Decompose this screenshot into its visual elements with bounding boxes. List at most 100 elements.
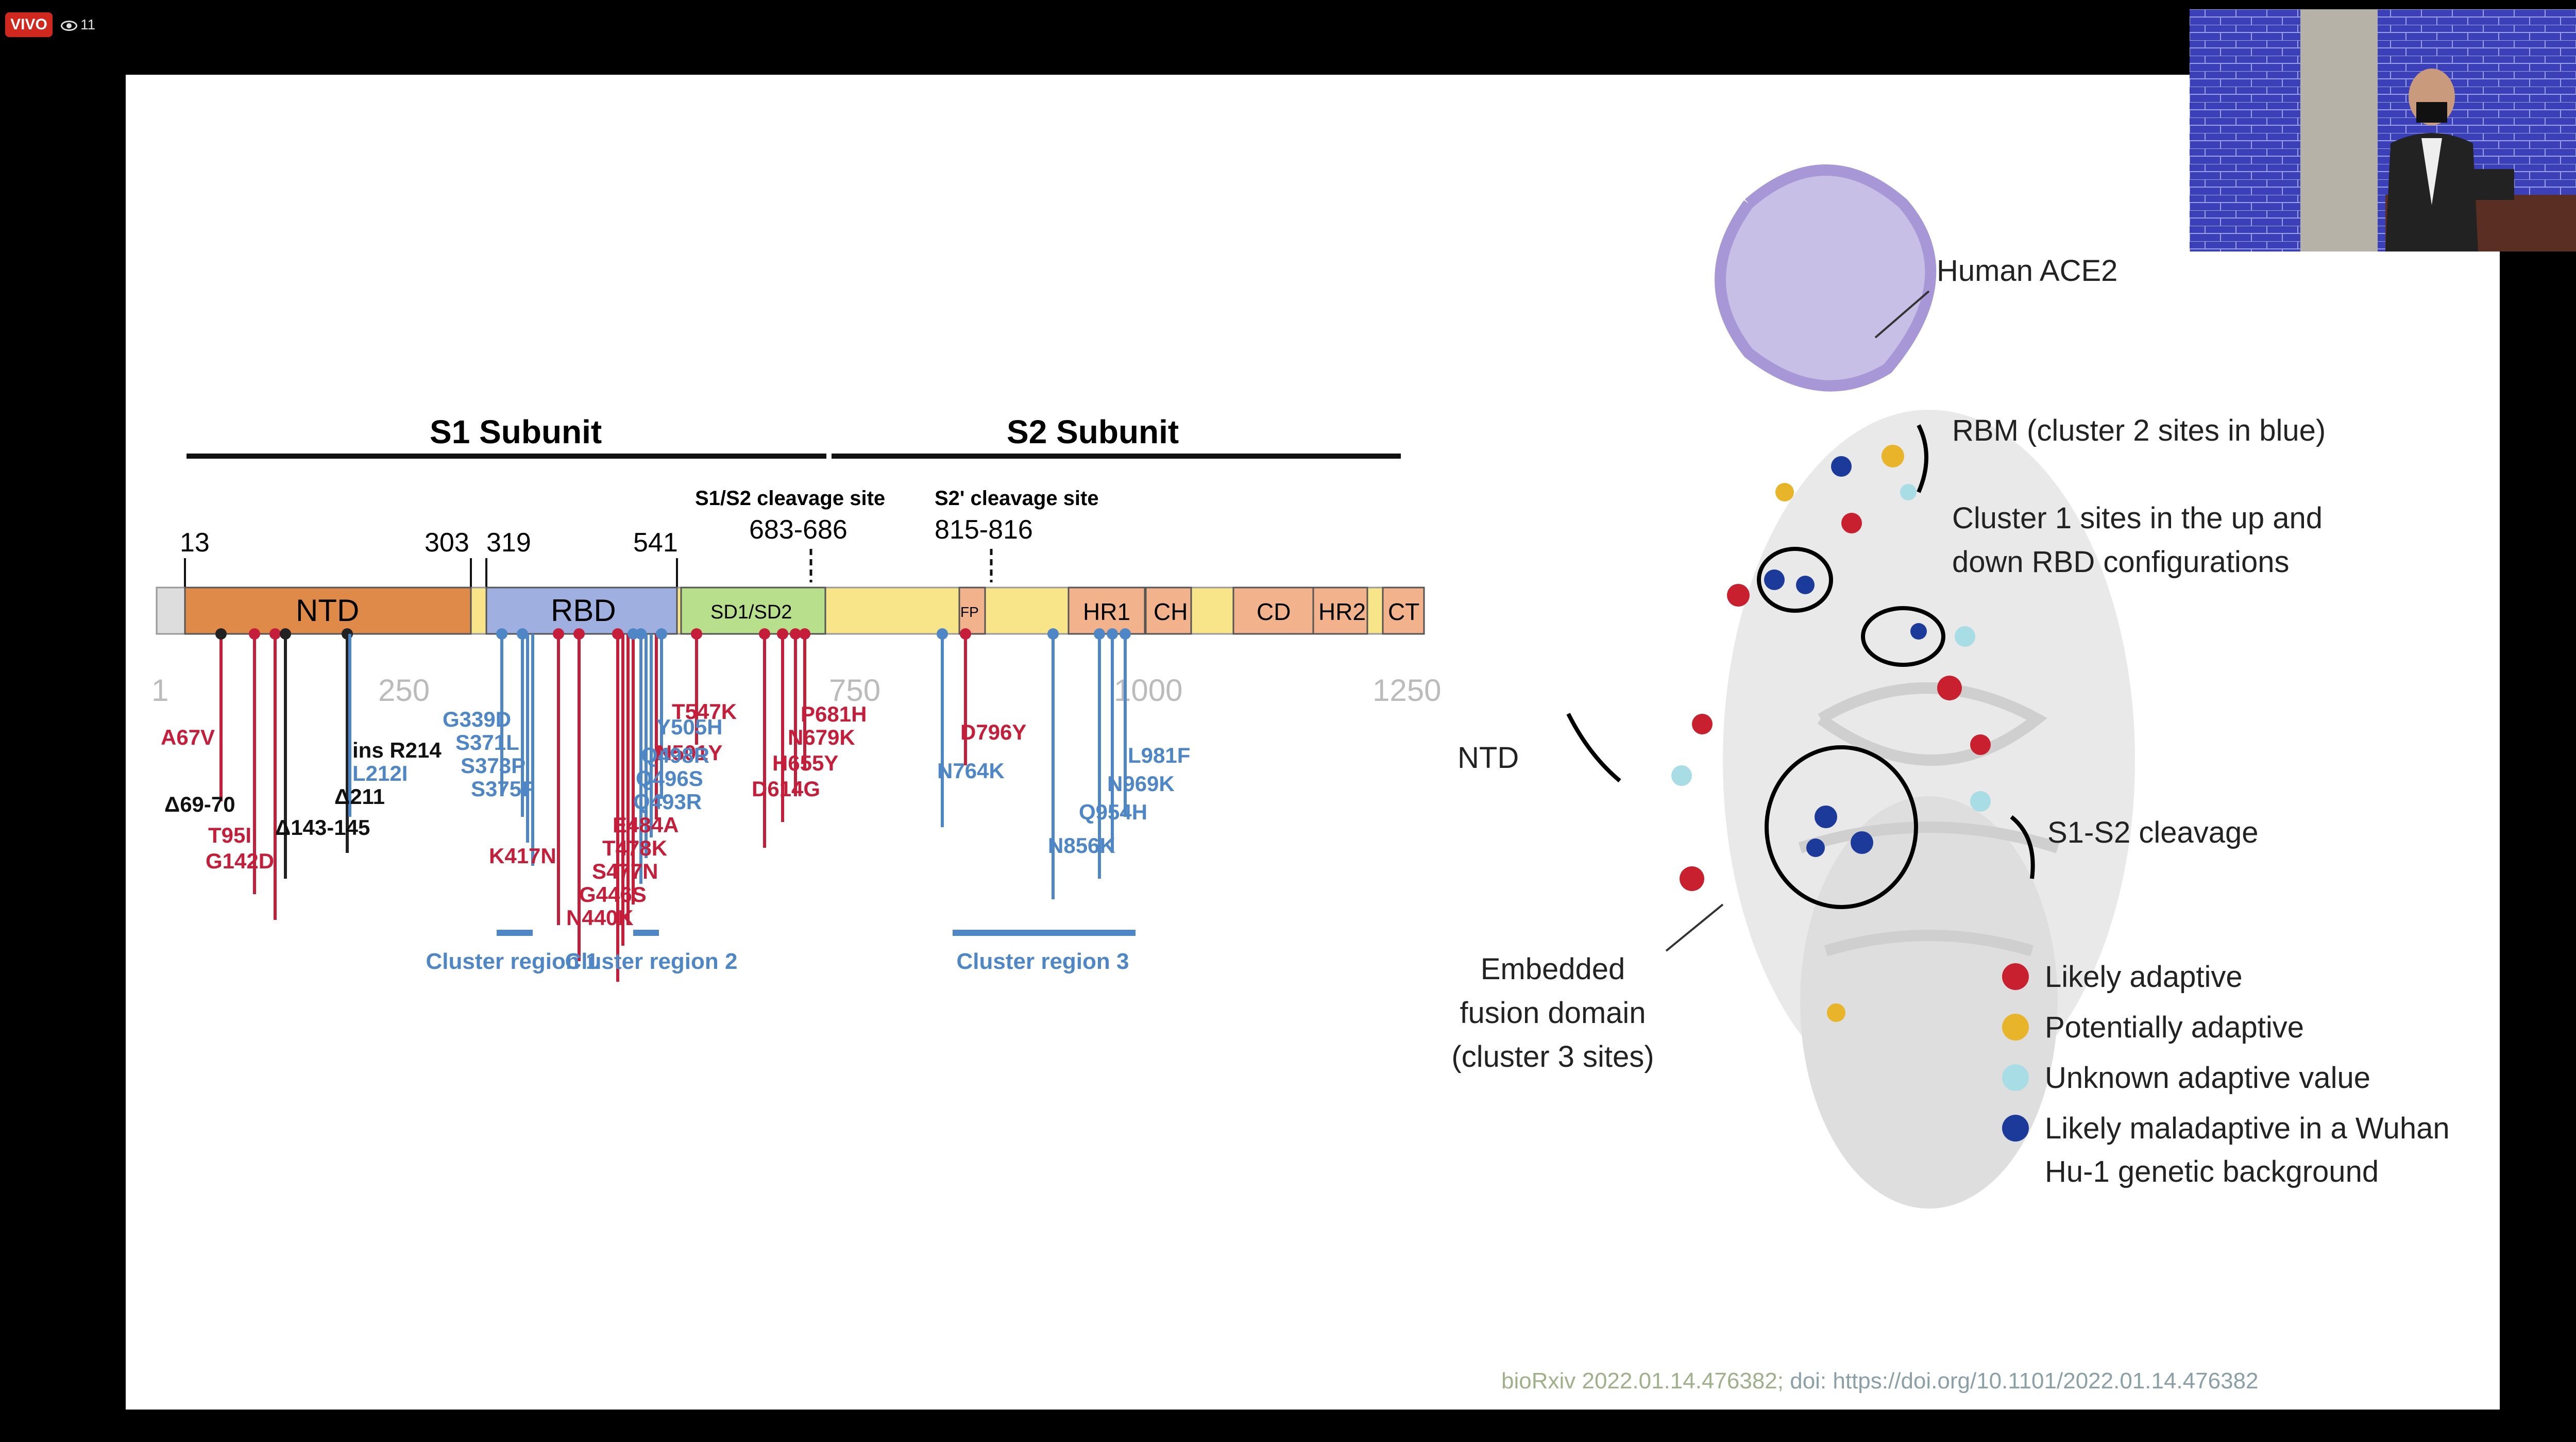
mut-t95i: T95I: [208, 823, 251, 847]
mut-e484a: E484A: [613, 813, 679, 837]
legend-maladaptive-line1: Likely maladaptive in a Wuhan: [2045, 1112, 2450, 1145]
domain-fp: [958, 586, 986, 635]
label-ntd: NTD: [1458, 741, 1519, 775]
axis-tick-1: 1: [151, 673, 168, 708]
mut-s477n: S477N: [592, 859, 658, 883]
stream-top-bar: VIVO 11: [0, 0, 2576, 52]
axis-tick-750: 750: [829, 673, 880, 708]
mut-del211: Δ211: [334, 784, 385, 809]
mut-s371l: S371L: [455, 730, 519, 754]
boundary-13: 13: [180, 528, 210, 558]
mutation-stems: [215, 628, 1131, 982]
mut-l981f: L981F: [1128, 743, 1190, 767]
mut-t478k: T478K: [602, 836, 667, 860]
domain-ch-label: CH: [1154, 598, 1188, 625]
domain-hr2-label: HR2: [1318, 598, 1366, 625]
s1s2-cleavage-title: S1/S2 cleavage site: [695, 487, 885, 510]
mut-q493r: Q493R: [633, 790, 702, 814]
mut-t547k: T547K: [672, 699, 737, 724]
mut-a67v: A67V: [161, 725, 215, 749]
legend-maladaptive-line2: Hu-1 genetic background: [2045, 1155, 2379, 1188]
mut-n440k: N440K: [566, 906, 634, 930]
legend-marker-likely-adaptive: [2002, 963, 2029, 990]
mut-n679k: N679K: [788, 725, 855, 749]
domain-ct-label: CT: [1388, 598, 1419, 625]
label-embedded-line2: fusion domain: [1460, 996, 1646, 1030]
label-embedded-line3: (cluster 3 sites): [1451, 1040, 1654, 1074]
s1s2-cleavage-pos: 683-686: [749, 515, 848, 545]
mut-d796y: D796Y: [960, 720, 1026, 744]
mut-n856k: N856K: [1048, 833, 1115, 858]
domain-ch: [1145, 586, 1192, 635]
black-mutation-labels: Δ69-70 Δ143-145 Δ211 ins R214: [164, 738, 442, 840]
spike-structure-illustration: [1566, 164, 2135, 1209]
mut-n764k: N764K: [937, 759, 1005, 783]
citation: bioRxiv 2022.01.14.476382; doi: https://…: [1501, 1368, 2258, 1394]
mut-q496s: Q496S: [636, 766, 703, 791]
label-s1s2-cleavage: S1-S2 cleavage: [2047, 816, 2258, 849]
viewer-count: 11: [61, 12, 95, 37]
domain-sd-label: SD1/SD2: [710, 601, 792, 623]
mut-s373p: S373P: [461, 753, 526, 778]
blue-mutation-labels: G339D S371L S373P S375F Q493R Q496S Q498…: [352, 707, 1190, 858]
red-mutation-labels: A67V T95I G142D K417N N440K G446S S477N …: [161, 699, 1026, 930]
mut-k417n: K417N: [489, 844, 556, 868]
mut-y505h: Y505H: [656, 715, 722, 739]
domain-hr1: [1067, 586, 1146, 635]
mut-g339d: G339D: [443, 707, 511, 731]
mut-d614g: D614G: [752, 777, 820, 801]
cluster-region-3-label: Cluster region 3: [957, 949, 1129, 974]
mut-n501y: N501Y: [656, 741, 722, 765]
label-embedded-line1: Embedded: [1481, 952, 1625, 986]
boundary-319: 319: [486, 528, 531, 558]
legend-marker-unknown: [2002, 1064, 2029, 1091]
mut-l212i: L212I: [352, 761, 408, 785]
cluster-region-1-label: Cluster region 1: [426, 949, 599, 974]
mut-q498r: Q498R: [641, 743, 709, 767]
citation-doi: doi: https://doi.org/10.1101/2022.01.14.…: [1790, 1368, 2259, 1394]
mut-s375f: S375F: [471, 777, 535, 801]
legend-marker-maladaptive: [2002, 1115, 2029, 1142]
domain-fp-label: FP: [960, 604, 979, 620]
viewer-count-value: 11: [80, 16, 96, 32]
label-human-ace2: Human ACE2: [1937, 254, 2117, 288]
s2-subunit-label: S2 Subunit: [1007, 413, 1179, 450]
presenter-video: [2190, 9, 2576, 251]
boundary-303: 303: [425, 528, 469, 558]
domain-sd1sd2: [680, 586, 826, 635]
axis-tick-250: 250: [378, 673, 430, 708]
mut-ins214: ins R214: [352, 738, 442, 762]
domain-ct: [1382, 586, 1425, 635]
legend-unknown: Unknown adaptive value: [2045, 1061, 2370, 1095]
mut-g142d: G142D: [206, 849, 274, 873]
boundary-541: 541: [633, 528, 678, 558]
axis-tick-1250: 1250: [1372, 673, 1441, 708]
s2p-cleavage-pos: 815-816: [935, 515, 1033, 545]
label-cluster1-line1: Cluster 1 sites in the up and: [1952, 501, 2323, 535]
eye-icon: [61, 20, 77, 31]
label-cluster1-line2: down RBD configurations: [1952, 545, 2289, 579]
mut-n969k: N969K: [1107, 772, 1175, 796]
mut-g446s: G446S: [579, 882, 647, 907]
s1-subunit-label: S1 Subunit: [430, 413, 602, 450]
mut-p681h: P681H: [801, 702, 867, 726]
legend-potentially-adaptive: Potentially adaptive: [2045, 1011, 2304, 1044]
presentation-slide: S1 Subunit S2 Subunit S1/S2 cleavage sit…: [126, 75, 2500, 1410]
slide-figure: S1 Subunit S2 Subunit S1/S2 cleavage sit…: [151, 164, 2450, 1209]
presenter-camera-feed: [2190, 9, 2576, 251]
domain-hr2: [1312, 586, 1368, 635]
domain-ntd: [184, 586, 472, 635]
domain-cd: [1232, 586, 1314, 635]
mut-h655y: H655Y: [772, 751, 838, 775]
structure-labels: Human ACE2 RBM (cluster 2 sites in blue)…: [1451, 254, 2326, 1074]
domain-rbd-label: RBD: [551, 593, 616, 628]
mut-del143-145: Δ143-145: [275, 815, 370, 840]
legend: Likely adaptive Potentially adaptive Unk…: [2002, 960, 2450, 1188]
domain-cd-label: CD: [1257, 598, 1291, 625]
label-rbm: RBM (cluster 2 sites in blue): [1952, 414, 2326, 447]
domain-hr1-label: HR1: [1083, 598, 1130, 625]
mut-del69-70: Δ69-70: [164, 792, 235, 816]
domain-ntd-label: NTD: [296, 593, 359, 628]
live-badge: VIVO: [5, 12, 53, 37]
citation-journal: bioRxiv 2022.01.14.476382;: [1501, 1368, 1784, 1394]
